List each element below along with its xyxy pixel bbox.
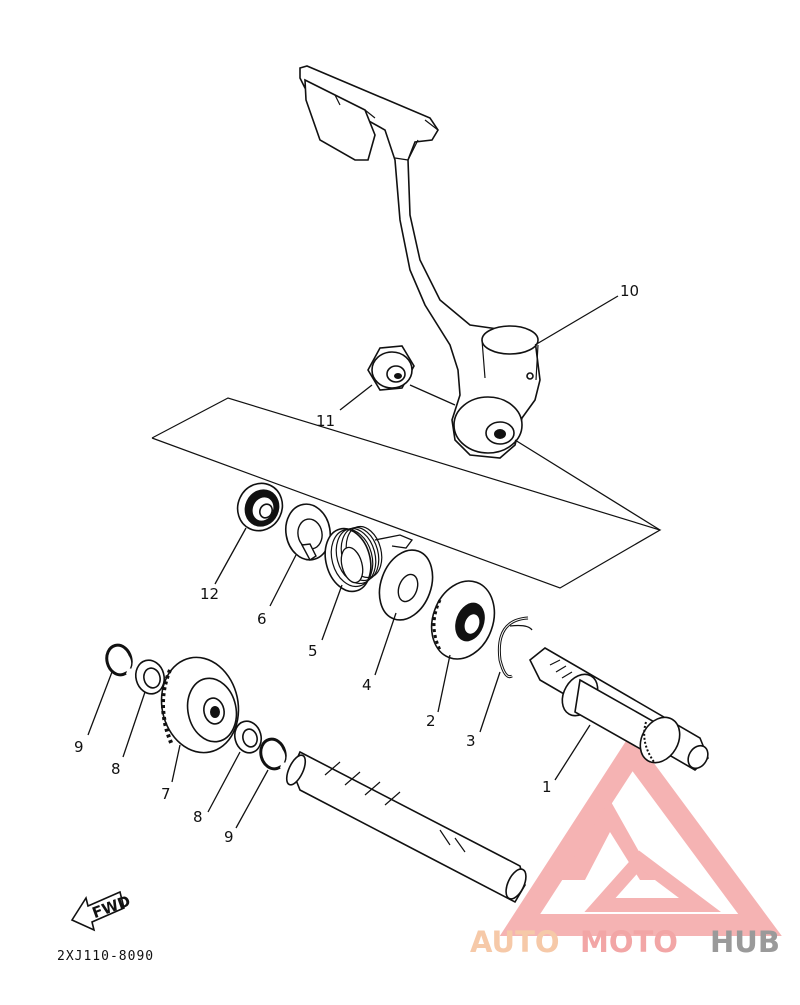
part-labels: 10 11 12 6 5 4 2 3 1 9 8 7 8 9 <box>74 282 639 846</box>
watermark-hub: HUB <box>710 925 780 959</box>
watermark-text: AUTO MOTO HUB <box>470 925 780 959</box>
torsion-spring-part <box>324 525 414 593</box>
label-part-12: 12 <box>200 585 219 603</box>
axle-part <box>285 750 527 904</box>
kick-lever-part <box>299 65 541 459</box>
diagram-code: 2XJ110-8090 <box>57 949 154 964</box>
label-part-3: 3 <box>466 732 476 750</box>
fwd-arrow-icon: FWD <box>70 890 133 932</box>
label-part-10: 10 <box>620 282 639 300</box>
watermark-auto: AUTO <box>470 925 560 959</box>
label-part-7: 7 <box>161 785 171 803</box>
label-part-1: 1 <box>542 778 552 796</box>
label-part-8-upper: 8 <box>111 760 121 778</box>
label-part-9-upper: 9 <box>74 738 84 756</box>
axis-lines <box>151 384 662 589</box>
circlip-lower-part <box>259 737 292 771</box>
spring-guide-part <box>284 503 332 562</box>
label-part-9-lower: 9 <box>224 828 234 846</box>
washer-lower-part <box>233 720 263 754</box>
watermark-moto: MOTO <box>580 925 678 959</box>
label-part-2: 2 <box>426 712 436 730</box>
label-part-8-lower: 8 <box>193 808 203 826</box>
fwd-label: FWD <box>90 892 133 922</box>
circlip-upper-part <box>105 643 138 677</box>
watermark-logo <box>499 732 782 936</box>
circlip-part <box>497 616 533 679</box>
label-part-5: 5 <box>308 642 318 660</box>
kick-shaft-part <box>528 647 709 771</box>
label-part-6: 6 <box>257 610 267 628</box>
ratchet-part <box>430 580 496 660</box>
label-part-4: 4 <box>362 676 372 694</box>
oil-seal-part <box>236 482 284 532</box>
washer-upper-part <box>134 659 166 695</box>
idle-gear-part <box>160 656 240 754</box>
label-part-11: 11 <box>316 412 335 430</box>
leader-lines <box>87 295 619 829</box>
washer-part <box>378 549 434 621</box>
nut-part <box>367 345 415 391</box>
